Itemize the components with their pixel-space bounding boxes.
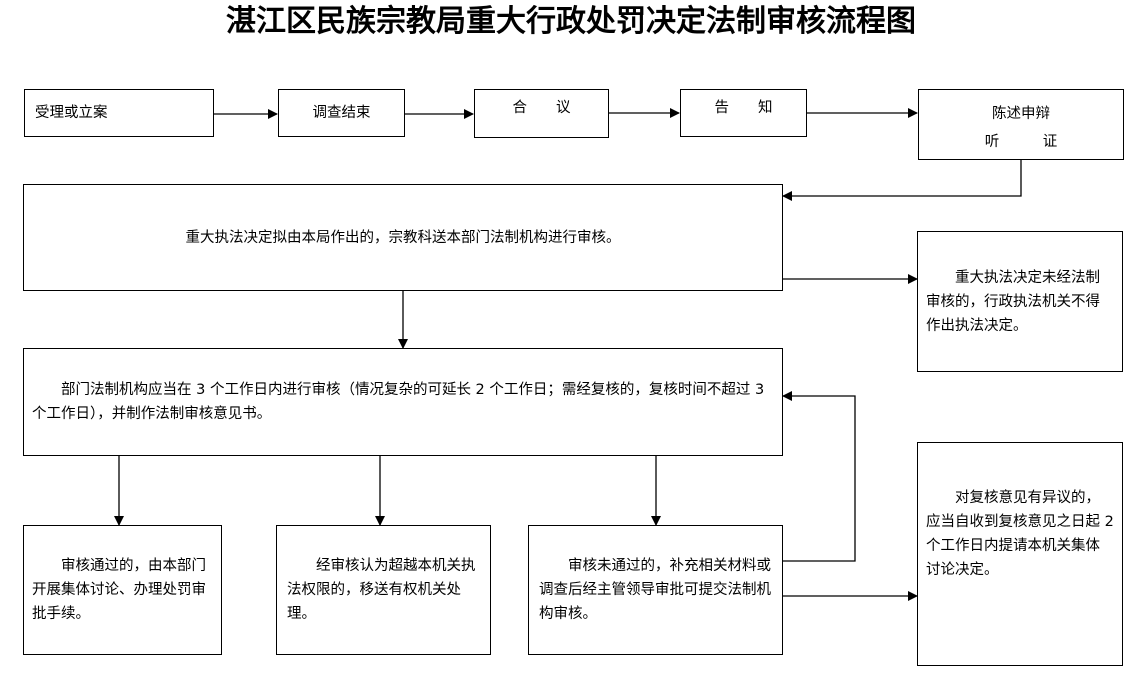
outcome-transfer-text: 经审核认为超越本机关执法权限的，移送有权机关处理。 [287, 558, 476, 622]
submit-review-text: 重大执法决定拟由本局作出的，宗教科送本部门法制机构进行审核。 [185, 229, 621, 246]
step-notify-label: 告 知 [714, 100, 773, 116]
step-hearing-box: 陈述申辩 听 证 [918, 89, 1124, 160]
outcome-fail-text: 审核未通过的，补充相关材料或调查后经主管领导审批可提交法制机构审核。 [539, 558, 771, 622]
arrow-fail-back-to-review [782, 391, 856, 562]
no-review-note-text: 重大执法决定未经法制审核的，行政执法机关不得作出执法决定。 [926, 269, 1100, 334]
outcome-pass-text: 审核通过的，由本部门开展集体讨论、办理处罚审批手续。 [32, 558, 206, 622]
step-investigate-box: 调查结束 [278, 89, 405, 137]
no-review-note-box: 重大执法决定未经法制审核的，行政执法机关不得作出执法决定。 [917, 231, 1123, 372]
step-accept-label: 受理或立案 [35, 105, 108, 121]
submit-review-box: 重大执法决定拟由本局作出的，宗教科送本部门法制机构进行审核。 [23, 184, 783, 291]
step-deliberate-box: 合 议 [474, 89, 609, 138]
objection-note-text: 对复核意见有异议的，应当自收到复核意见之日起 2 个工作日内提请本机关集体讨论决… [926, 490, 1114, 578]
outcome-transfer-box: 经审核认为超越本机关执法权限的，移送有权机关处理。 [276, 525, 491, 655]
step-deliberate-label: 合 议 [512, 100, 571, 116]
arrow-hearing-to-submit [782, 160, 1022, 201]
step-notify-box: 告 知 [680, 89, 807, 137]
page-title: 湛江区民族宗教局重大行政处罚决定法制审核流程图 [226, 4, 916, 39]
objection-note-box: 对复核意见有异议的，应当自收到复核意见之日起 2 个工作日内提请本机关集体讨论决… [917, 442, 1123, 666]
review-period-text: 部门法制机构应当在 3 个工作日内进行审核（情况复杂的可延长 2 个工作日；需经… [32, 382, 765, 422]
outcome-fail-box: 审核未通过的，补充相关材料或调查后经主管领导审批可提交法制机构审核。 [528, 525, 783, 655]
step-hearing-label-2: 听 证 [984, 134, 1058, 150]
outcome-pass-box: 审核通过的，由本部门开展集体讨论、办理处罚审批手续。 [23, 525, 222, 655]
review-period-box: 部门法制机构应当在 3 个工作日内进行审核（情况复杂的可延长 2 个工作日；需经… [23, 348, 783, 456]
step-hearing-label-1: 陈述申辩 [992, 106, 1050, 122]
step-investigate-label: 调查结束 [312, 105, 371, 121]
step-accept-box: 受理或立案 [24, 89, 214, 137]
